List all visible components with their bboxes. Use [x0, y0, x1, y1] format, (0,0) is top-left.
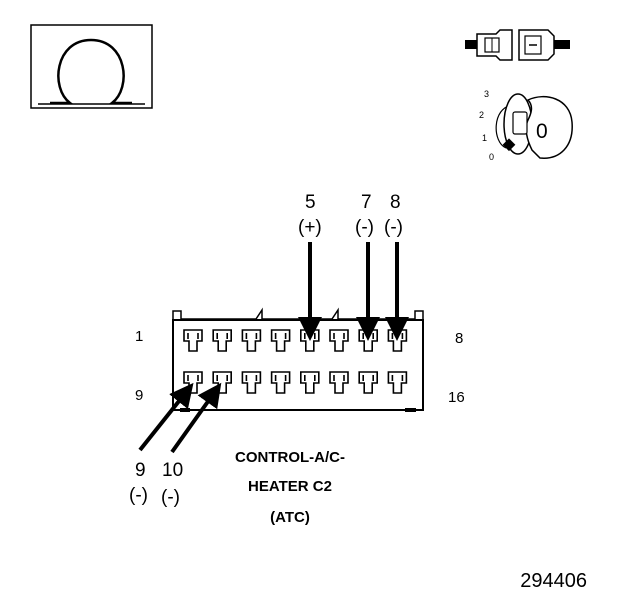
row-label-8: 8 [455, 330, 463, 347]
terminal-cavity-12 [270, 371, 291, 394]
pin-10-polarity: (-) [161, 487, 180, 508]
ohmmeter-icon: Ω [30, 24, 153, 109]
terminal-cavity-14 [329, 371, 349, 394]
row-label-1: 1 [135, 328, 143, 345]
pin-7-label: 7 [361, 192, 372, 213]
pin-9-polarity: (-) [129, 485, 148, 506]
terminal-cavity-11 [241, 371, 262, 394]
pin-9-label: 9 [135, 460, 146, 481]
terminal-cavity-15 [358, 371, 378, 394]
terminal-cavity-2 [212, 329, 232, 352]
terminal-cavity-10 [212, 371, 232, 394]
ignition-position-0: 0 [489, 152, 494, 162]
terminal-cavity-9 [183, 371, 203, 394]
figure-number: 294406 [520, 570, 587, 592]
terminal-cavity-1 [183, 329, 203, 352]
terminal-cavity-13 [300, 371, 320, 394]
row-label-9: 9 [135, 387, 143, 404]
terminal-cavity-3 [241, 329, 262, 352]
terminal-cavity-16 [387, 371, 408, 394]
pin-5-label: 5 [305, 192, 316, 213]
pin-8-polarity: (-) [384, 217, 403, 238]
key-position-label: 0 [536, 120, 548, 143]
pin-8-label: 8 [390, 192, 401, 213]
ignition-position-1: 1 [482, 133, 487, 143]
connector-disconnect-icon [465, 29, 570, 61]
terminal-cavity-6 [329, 329, 349, 352]
pin-10-label: 10 [162, 460, 183, 481]
ignition-position-2: 2 [479, 110, 484, 120]
connector-title-line-3: (ATC) [270, 509, 310, 526]
ignition-position-3: 3 [484, 89, 489, 99]
row-label-16: 16 [448, 389, 465, 406]
connector-title-line-2: HEATER C2 [248, 478, 332, 495]
terminal-cavity-4 [270, 329, 291, 352]
connector-title-line-1: CONTROL-A/C- [235, 449, 345, 466]
probe-arrow-pin-9 [138, 382, 194, 452]
pin-7-polarity: (-) [355, 217, 374, 238]
probe-arrow-pin-10 [170, 382, 222, 454]
pin-5-polarity: (+) [298, 217, 322, 238]
ignition-switch-icon: 3 2 1 0 0 [479, 89, 573, 162]
